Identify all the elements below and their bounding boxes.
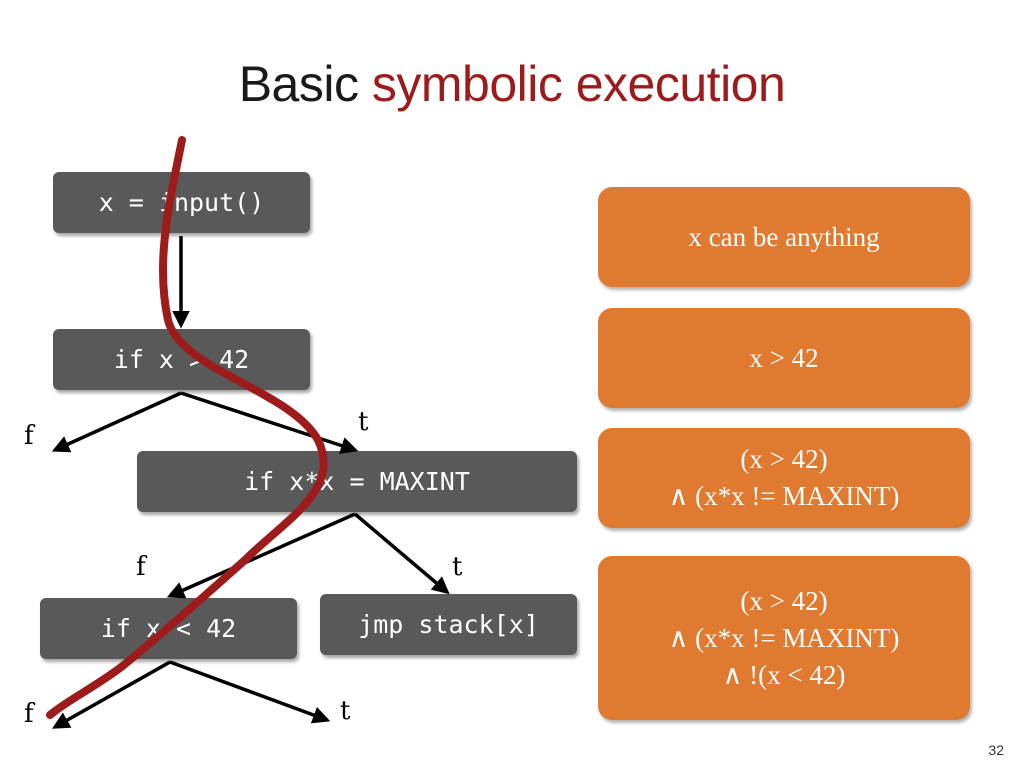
edge-label-t: t — [358, 407, 369, 437]
constraint-line: (x > 42) — [740, 585, 828, 616]
constraint-box-4: (x > 42) ∧ (x*x != MAXINT) ∧ !(x < 42) — [598, 556, 970, 720]
constraint-line: ∧ !(x < 42) — [722, 659, 846, 690]
edge-label-f: f — [24, 699, 34, 729]
page-number: 32 — [988, 742, 1004, 758]
edge-cond3-false — [51, 660, 171, 729]
constraint-box-1: x can be anything — [598, 187, 970, 287]
edge-cond3-true — [169, 660, 331, 724]
node-jmp-stack: jmp stack[x] — [320, 594, 577, 655]
edge-label-t: t — [340, 696, 351, 726]
constraint-line: ∧ (x*x != MAXINT) — [668, 481, 900, 511]
execution-path — [46, 136, 328, 719]
edge-label-t: t — [452, 552, 463, 582]
constraint-line: ∧ (x*x != MAXINT) — [668, 622, 900, 653]
constraint-box-3: (x > 42) ∧ (x*x != MAXINT) — [598, 428, 970, 528]
constraint-line: (x > 42) — [740, 444, 828, 474]
edge-cond1-false — [51, 391, 182, 453]
title-highlight: symbolic execution — [371, 56, 786, 112]
edge-label-f: f — [24, 421, 34, 451]
node-cond-xx-maxint: if x*x = MAXINT — [137, 451, 577, 512]
edge-label-f: f — [136, 552, 146, 582]
title-plain: Basic — [238, 56, 359, 112]
constraint-line: x can be anything — [688, 221, 880, 252]
constraint-line: x > 42 — [749, 342, 819, 373]
edge-cond2-false — [166, 512, 356, 599]
edge-cond2-true — [353, 512, 450, 595]
constraint-box-2: x > 42 — [598, 308, 970, 408]
node-input: x = input() — [53, 172, 310, 233]
edge-cond1-true — [180, 391, 359, 454]
slide-title: Basic symbolic execution — [0, 52, 1024, 116]
